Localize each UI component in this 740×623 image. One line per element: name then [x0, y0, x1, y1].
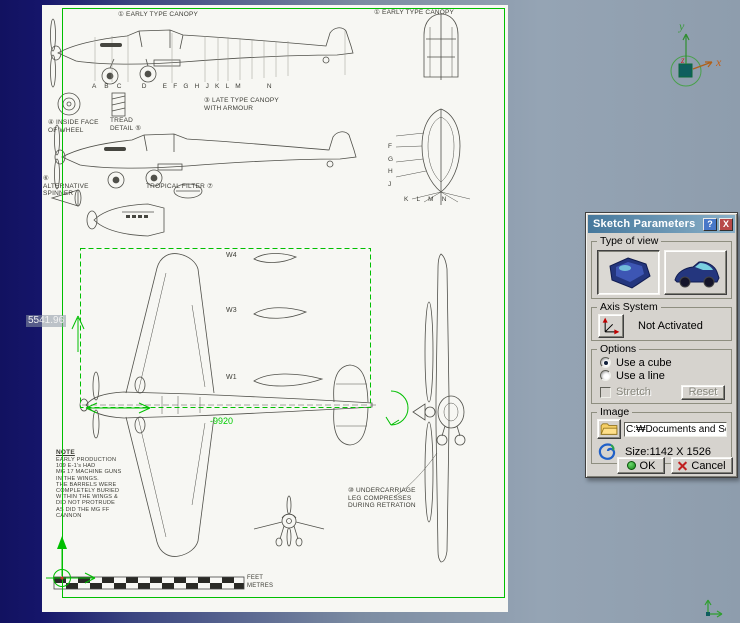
- cancel-label: Cancel: [691, 459, 726, 472]
- axis-system-label: Axis System: [597, 302, 661, 313]
- axis-system-icon: [602, 317, 620, 334]
- stretch-label: Stretch: [616, 386, 651, 398]
- label-feet: FEET: [247, 575, 264, 581]
- help-button[interactable]: ?: [703, 217, 717, 231]
- label-w3: W3: [226, 307, 237, 314]
- use-cube-label: Use a cube: [616, 356, 672, 369]
- compass-y-axis: [682, 33, 690, 64]
- side-view-button[interactable]: [664, 250, 727, 295]
- blueprint-image[interactable]: ① EARLY TYPE CANOPY ① EARLY TYPE CANOPY …: [42, 5, 508, 612]
- isometric-view-icon: [608, 256, 651, 289]
- compass-x-label: x: [715, 55, 722, 69]
- image-label: Image: [597, 407, 633, 418]
- compass-x-axis: [692, 61, 713, 70]
- label-front-letters-horizontal: K L M N: [404, 196, 447, 203]
- label-alt-spinner: ⑥ ALTERNATIVE SPINNER: [43, 175, 89, 197]
- compass-triad[interactable]: y x z: [648, 14, 740, 106]
- compass-z-label: z: [680, 55, 685, 65]
- image-group: Image C:₩Documents and Setting Size:1142…: [591, 407, 732, 464]
- use-line-label: Use a line: [616, 369, 665, 382]
- compass-base-plane: [678, 63, 693, 78]
- side-view-icon: [673, 260, 720, 287]
- cancel-button[interactable]: Cancel: [671, 457, 733, 474]
- dialog-buttons: OK Cancel: [617, 457, 733, 474]
- image-size-label: Size:1142 X 1526: [625, 446, 712, 458]
- image-path-field[interactable]: C:₩Documents and Setting: [624, 421, 727, 437]
- use-line-radio[interactable]: [600, 370, 611, 381]
- label-tread-detail: TREAD DETAIL ⑤: [110, 117, 142, 132]
- label-w1: W1: [226, 374, 237, 381]
- reset-button[interactable]: Reset: [681, 384, 725, 400]
- label-note-body: EARLY PRODUCTION 109 E-1's HAD MG 17 MAC…: [56, 457, 122, 519]
- axis-system-status: Not Activated: [638, 319, 703, 332]
- ok-icon: [626, 461, 636, 470]
- isometric-view-button[interactable]: [597, 250, 660, 295]
- use-cube-radio[interactable]: [600, 357, 611, 368]
- axis-system-group: Axis System Not Activated: [591, 302, 732, 341]
- sketch-parameters-dialog: Sketch Parameters ? X Type of view: [585, 212, 738, 478]
- type-of-view-label: Type of view: [597, 236, 662, 247]
- axis-system-button[interactable]: [598, 313, 624, 338]
- compass-y-label: y: [678, 19, 685, 33]
- label-note-title: NOTE: [56, 449, 75, 456]
- close-button[interactable]: X: [719, 217, 733, 231]
- label-tropical-filter: TROPICAL FILTER ⑦: [146, 183, 214, 190]
- options-group: Options Use a cube Use a line Stretch Re…: [591, 344, 732, 404]
- label-late-canopy: ③ LATE TYPE CANOPY WITH ARMOUR: [204, 97, 279, 112]
- options-label: Options: [597, 344, 640, 355]
- browse-image-button[interactable]: [597, 419, 621, 439]
- label-metres: METRES: [247, 583, 274, 589]
- type-of-view-group: Type of view: [591, 236, 732, 299]
- label-early-canopy-left: ① EARLY TYPE CANOPY: [118, 11, 199, 18]
- label-front-letters-vertical: F G H J: [388, 143, 394, 188]
- ok-label: OK: [639, 459, 656, 472]
- stretch-checkbox[interactable]: [600, 386, 611, 398]
- folder-icon: [600, 423, 618, 435]
- corner-axis-icon: [704, 599, 723, 618]
- label-early-canopy-right: ① EARLY TYPE CANOPY: [374, 9, 455, 16]
- label-w4: W4: [226, 252, 237, 259]
- vertical-dimension-label: 5541.96: [26, 315, 67, 327]
- label-station-letters: A B C D E F G H J K L M N: [92, 83, 272, 90]
- dialog-titlebar[interactable]: Sketch Parameters ? X: [588, 215, 735, 233]
- label-undercarriage: ⑩ UNDERCARRIAGE LEG COMPRESSES DURING RE…: [348, 487, 416, 509]
- image-swirl-icon: [598, 443, 616, 460]
- cancel-icon: [678, 461, 687, 470]
- dialog-title: Sketch Parameters: [593, 218, 696, 230]
- label-wheel-face: ④ INSIDE FACE OF WHEEL: [48, 119, 99, 134]
- ok-button[interactable]: OK: [617, 457, 665, 474]
